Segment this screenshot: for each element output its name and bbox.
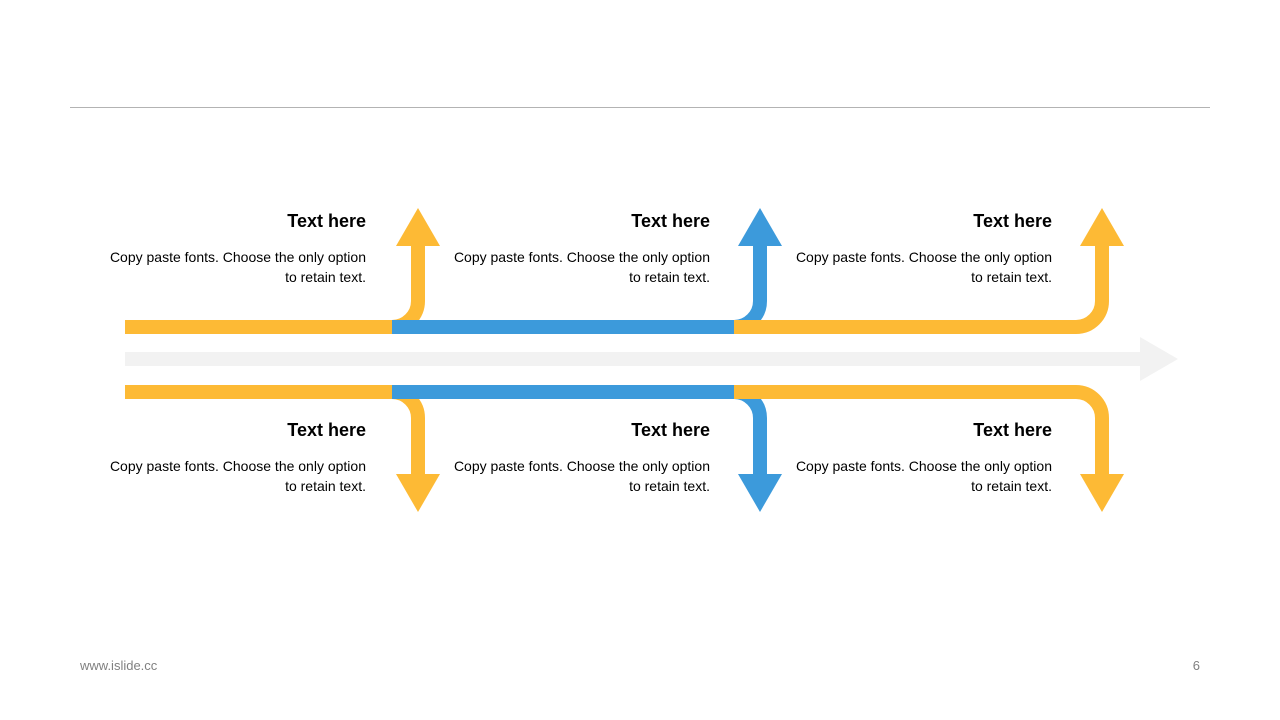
bottom-line-yellow-3 (734, 385, 1109, 480)
text-block-bottom-3: Text here Copy paste fonts. Choose the o… (792, 419, 1052, 496)
text-block-bottom-1: Text here Copy paste fonts. Choose the o… (106, 419, 366, 496)
block-title: Text here (287, 420, 366, 440)
block-body: Copy paste fonts. Choose the only option… (795, 249, 1052, 285)
bottom-arrowhead-3 (1080, 474, 1124, 512)
top-arrowhead-1 (396, 208, 440, 246)
block-title: Text here (287, 211, 366, 231)
block-title: Text here (631, 420, 710, 440)
bottom-arrowhead-2 (738, 474, 782, 512)
block-title: Text here (973, 420, 1052, 440)
text-block-top-3: Text here Copy paste fonts. Choose the o… (792, 210, 1052, 287)
block-title: Text here (973, 211, 1052, 231)
top-divider (70, 107, 1210, 108)
top-arrowhead-3 (1080, 208, 1124, 246)
block-body: Copy paste fonts. Choose the only option… (453, 249, 710, 285)
block-body: Copy paste fonts. Choose the only option… (109, 249, 366, 285)
footer-website: www.islide.cc (80, 658, 158, 673)
text-block-top-1: Text here Copy paste fonts. Choose the o… (106, 210, 366, 287)
bottom-arrowhead-1 (396, 474, 440, 512)
block-body: Copy paste fonts. Choose the only option… (109, 458, 366, 494)
top-line-yellow-3 (734, 240, 1109, 334)
block-body: Copy paste fonts. Choose the only option… (453, 458, 710, 494)
top-arrowhead-2 (738, 208, 782, 246)
center-gray-arrow (125, 337, 1178, 381)
text-block-top-2: Text here Copy paste fonts. Choose the o… (450, 210, 710, 287)
block-title: Text here (631, 211, 710, 231)
page-number: 6 (1192, 658, 1200, 673)
text-block-bottom-2: Text here Copy paste fonts. Choose the o… (450, 419, 710, 496)
block-body: Copy paste fonts. Choose the only option… (795, 458, 1052, 494)
